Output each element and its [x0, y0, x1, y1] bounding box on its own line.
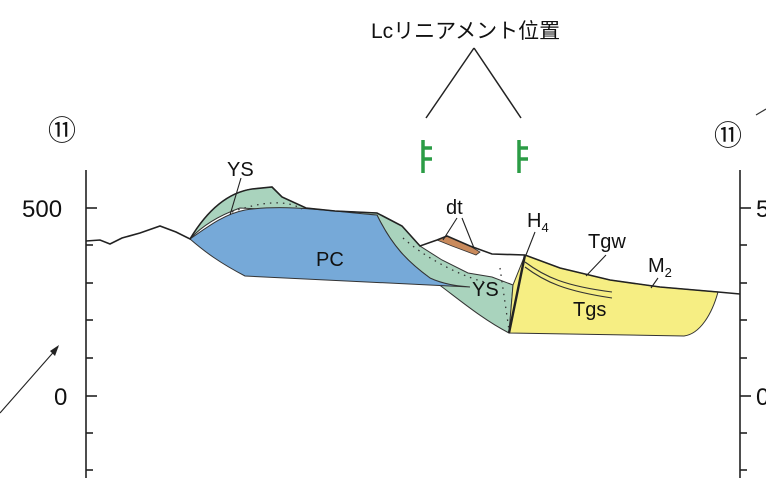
unit-tg — [508, 254, 719, 337]
label-tgw: Tgw — [588, 231, 626, 253]
label-ys-upper: YS — [227, 159, 254, 181]
arrow-head — [50, 345, 59, 356]
label-m2: M2 — [648, 255, 672, 280]
left-axis — [85, 170, 97, 478]
right-id-tick — [755, 108, 766, 116]
lineament-position-label: Lcリニアメント位置 — [371, 20, 560, 43]
label-leader-lines — [0, 177, 659, 414]
section-id-left: ⑪ — [48, 115, 76, 146]
lineament-marker-right — [517, 140, 528, 173]
left-tick-0: 0 — [54, 384, 67, 411]
label-h4: H4 — [527, 210, 549, 235]
ys-dotted-boundaries — [231, 202, 510, 331]
section-id-right: ⑪ — [714, 120, 742, 151]
left-tick-500: 500 — [22, 196, 62, 223]
right-tick-0: 0 — [756, 384, 766, 411]
right-tick-5: 5 — [756, 196, 766, 223]
right-axis — [739, 170, 751, 478]
label-dt: dt — [446, 197, 463, 219]
label-tgs: Tgs — [573, 299, 606, 321]
lineament-pointer-lines — [425, 47, 522, 119]
label-pc: PC — [316, 249, 344, 271]
lineament-marker-left — [421, 140, 432, 173]
tgw-layer-lines — [524, 261, 613, 299]
fault-line — [507, 254, 527, 334]
unit-pc — [189, 207, 471, 288]
ground-surface — [85, 186, 741, 295]
label-ys-lower: YS — [472, 279, 499, 301]
